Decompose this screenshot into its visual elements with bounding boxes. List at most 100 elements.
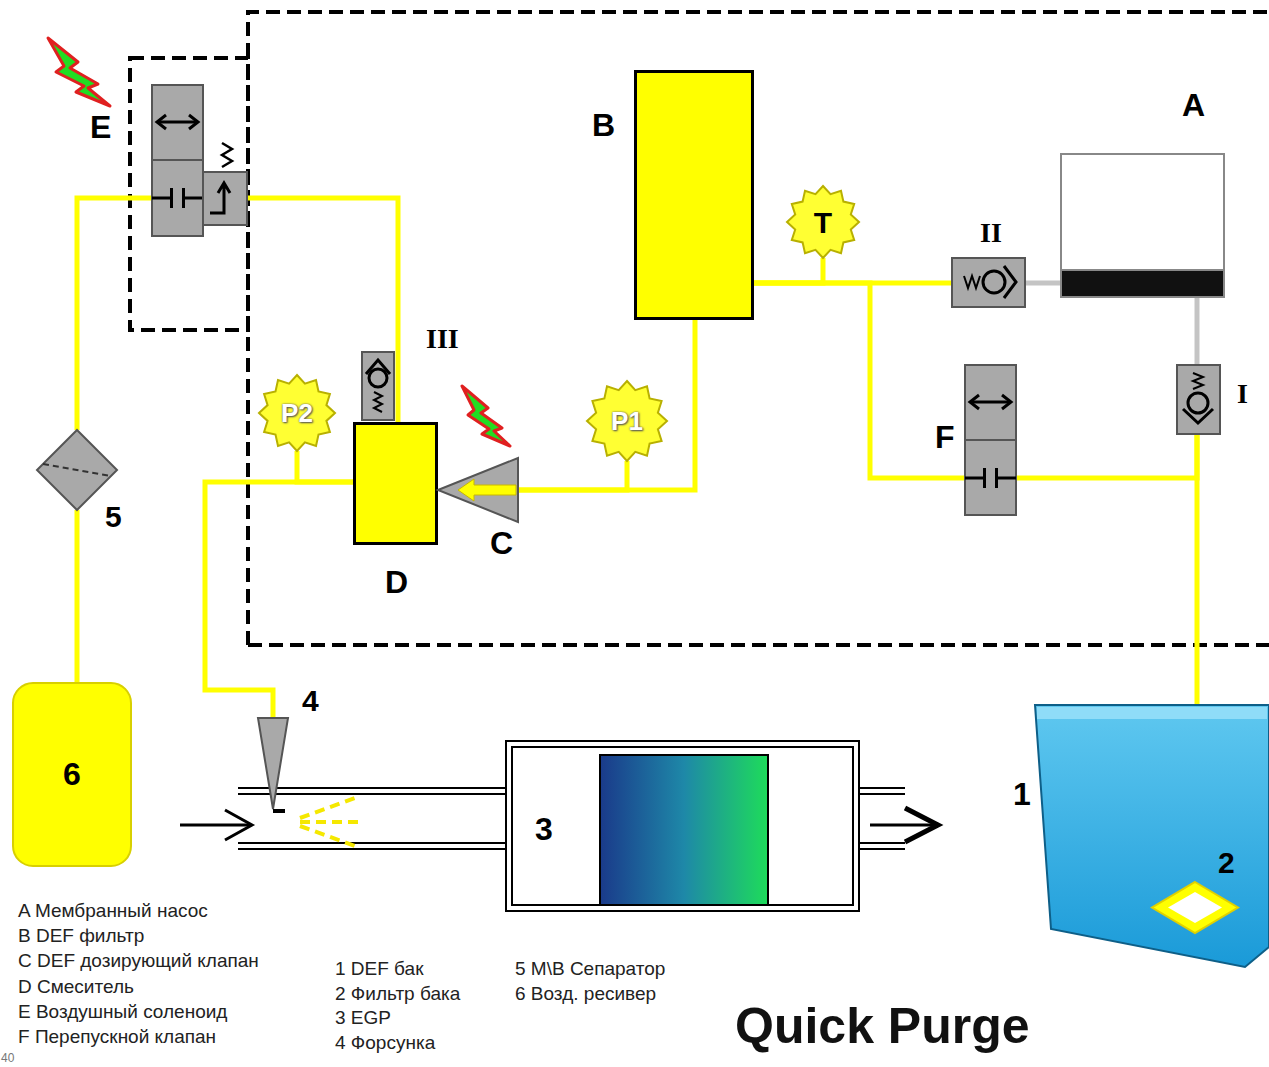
pipe-line (297, 451, 353, 482)
shape-part (203, 172, 247, 225)
check-valve: II (952, 258, 1025, 307)
legend-line: 3 EGP (335, 1007, 391, 1029)
shape-part (1183, 409, 1213, 423)
part-letter: A (1182, 88, 1205, 123)
legend-line: 1 DEF бак (335, 958, 423, 980)
shape-part (157, 115, 166, 129)
pipe-line (247, 198, 398, 422)
shape-part (1061, 154, 1224, 297)
module-boundary (248, 12, 1269, 645)
mixer-outline (353, 422, 438, 545)
check-valve-outline (362, 352, 394, 420)
diaphragm-pump-outline (1060, 153, 1225, 298)
shape-part (965, 440, 1016, 515)
nozzle-outline (258, 718, 288, 815)
dosing-valve-outline (438, 458, 518, 522)
shape-part (1168, 892, 1222, 923)
shape-part (506, 741, 859, 911)
pressure-sensor: P2 (259, 375, 335, 451)
shape-part (952, 258, 1025, 307)
check-valve: I (1177, 365, 1220, 434)
pipe-line (1195, 298, 1200, 365)
pipe-line (754, 258, 823, 283)
part-letter: II (980, 218, 1002, 249)
legend-line: F Перепускной клапан (18, 1026, 216, 1048)
part-letter: 3 (535, 812, 553, 847)
temperature-sensor: T (787, 186, 859, 258)
sensor-star (259, 375, 335, 451)
part-letter: 6 (63, 757, 81, 792)
shape-part (43, 464, 111, 476)
exhaust-catalyst-outline (505, 740, 860, 912)
mixer: D (353, 422, 438, 545)
shape-part (1061, 270, 1224, 297)
bypass-valve: F (965, 365, 1016, 515)
shape-part (1188, 393, 1208, 413)
exhaust-catalyst: 3 (505, 740, 860, 912)
shape-part (1002, 395, 1011, 409)
legend-line: 4 Форсунка (335, 1032, 435, 1054)
pipe-line (754, 283, 965, 478)
shape-part (222, 143, 232, 167)
air-solenoid-outline (152, 85, 247, 236)
shape-part (964, 276, 980, 288)
page-number: 40 (1, 1052, 14, 1066)
lightning-symbol (48, 38, 110, 106)
caption: Quick Purge (735, 998, 1030, 1056)
shape-part (273, 809, 285, 813)
water-separator-outline (37, 430, 117, 510)
shape-part (1152, 882, 1238, 933)
nozzle: 4 (258, 718, 288, 815)
shape-part (369, 369, 387, 387)
check-valve-outline (952, 258, 1025, 307)
part-letter: 4 (302, 684, 319, 717)
shape-part (152, 188, 203, 208)
def-filter-outline (634, 70, 754, 320)
shape-part (1177, 365, 1220, 434)
def-filter: B (634, 70, 754, 320)
legend-line: 5 M\B Сепаратор (515, 958, 665, 980)
legend-line: 2 Фильтр бака (335, 983, 460, 1005)
spray (300, 798, 360, 846)
sensor-star (787, 186, 859, 258)
sensor-star (587, 381, 667, 461)
solenoid-boundary (130, 58, 248, 330)
shape-part (355, 424, 437, 544)
shape-part (152, 85, 203, 160)
air-solenoid: E (152, 85, 247, 236)
part-letter: F (935, 420, 955, 455)
part-letter: P1 (611, 407, 643, 436)
diaphragm-pump: A (1060, 153, 1225, 298)
legend-line: 6 Возд. ресивер (515, 983, 656, 1005)
shape-part (458, 479, 516, 501)
pipe-line (297, 451, 353, 482)
pipe-line (247, 198, 398, 422)
shape-part (983, 271, 1005, 293)
legend-line: C DEF дозирующий клапан (18, 950, 259, 972)
shape-part (971, 401, 1010, 404)
pipe-line (77, 198, 152, 430)
pipe-line (754, 258, 823, 283)
pipe-line (1016, 434, 1197, 478)
pipe-line (518, 320, 695, 490)
part-letter: E (90, 110, 111, 145)
part-letter: 2 (1218, 846, 1235, 879)
pipe-line (75, 510, 80, 682)
tank-filter-outline (1150, 880, 1240, 935)
legend-line: B DEF фильтр (18, 925, 144, 947)
shape-part (1035, 705, 1269, 967)
shape-part (965, 365, 1016, 440)
legend-line: E Воздушный соленоид (18, 1001, 227, 1023)
pipe-line (518, 461, 627, 490)
shape-part (152, 160, 203, 236)
part-letter: 1 (1013, 777, 1031, 812)
shape-part (1037, 707, 1267, 719)
shape-part (374, 392, 382, 412)
legend-line: D Смеситель (18, 976, 134, 998)
def-tank: 12 (1035, 705, 1269, 967)
pipe-line (77, 198, 152, 430)
part-letter: B (592, 108, 615, 143)
shape-part (189, 115, 198, 129)
pipe-line (1016, 434, 1197, 478)
shape-part (438, 458, 518, 522)
